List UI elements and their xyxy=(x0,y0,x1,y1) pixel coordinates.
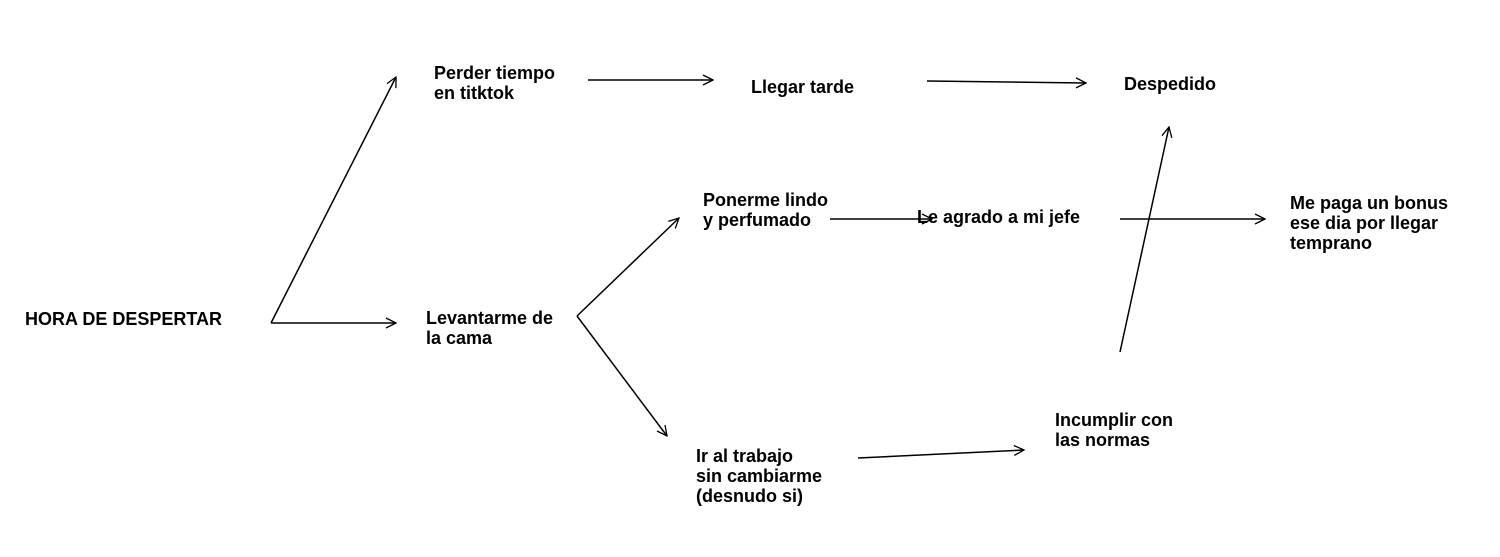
arrow-incumplir-to-despedido xyxy=(1119,127,1169,353)
node-text: Incumplir con xyxy=(1055,410,1174,430)
node-text: en titktok xyxy=(434,83,515,103)
node-text: temprano xyxy=(1290,233,1373,253)
node-text: HORA DE DESPERTAR xyxy=(25,309,223,329)
node-levantarme: Levantarme de la cama xyxy=(426,308,553,348)
node-text: Ir al trabajo xyxy=(696,446,794,466)
node-text: sin cambiarme xyxy=(696,466,823,486)
node-llegar-tarde: Llegar tarde xyxy=(751,77,854,97)
node-text: Perder tiempo xyxy=(434,63,556,83)
node-text: ese dia por llegar xyxy=(1290,213,1439,233)
node-text: las normas xyxy=(1055,430,1151,450)
node-text: y perfumado xyxy=(703,210,812,230)
arrow-trabajo-to-incumplir xyxy=(857,450,1024,459)
node-text: (desnudo si) xyxy=(696,486,803,506)
node-text: Despedido xyxy=(1124,74,1217,94)
node-perder-tiempo: Perder tiempo en titktok xyxy=(434,63,555,103)
node-text: Ponerme lindo xyxy=(703,190,829,210)
node-hora-de-despertar: HORA DE DESPERTAR xyxy=(25,309,222,329)
node-despedido: Despedido xyxy=(1124,74,1216,94)
node-ir-al-trabajo: Ir al trabajo sin cambiarme (desnudo si) xyxy=(696,446,822,506)
node-text: Me paga un bonus xyxy=(1290,193,1449,213)
node-bonus: Me paga un bonus ese dia por llegar temp… xyxy=(1290,193,1448,253)
arrow-llegar-to-despedido xyxy=(926,81,1086,83)
node-text: Levantarme de xyxy=(426,308,554,328)
node-text: Llegar tarde xyxy=(751,77,855,97)
node-le-agrado: Le agrado a mi jefe xyxy=(917,207,1080,227)
arrow-levantarme-to-ponerme xyxy=(576,218,679,317)
node-ponerme-lindo: Ponerme lindo y perfumado xyxy=(703,190,828,230)
node-incumplir: Incumplir con las normas xyxy=(1055,410,1173,450)
node-text: la cama xyxy=(426,328,493,348)
arrow-start-to-perder xyxy=(270,77,397,324)
arrow-levantarme-to-trabajo xyxy=(576,315,667,436)
node-text: Le agrado a mi jefe xyxy=(917,207,1081,227)
